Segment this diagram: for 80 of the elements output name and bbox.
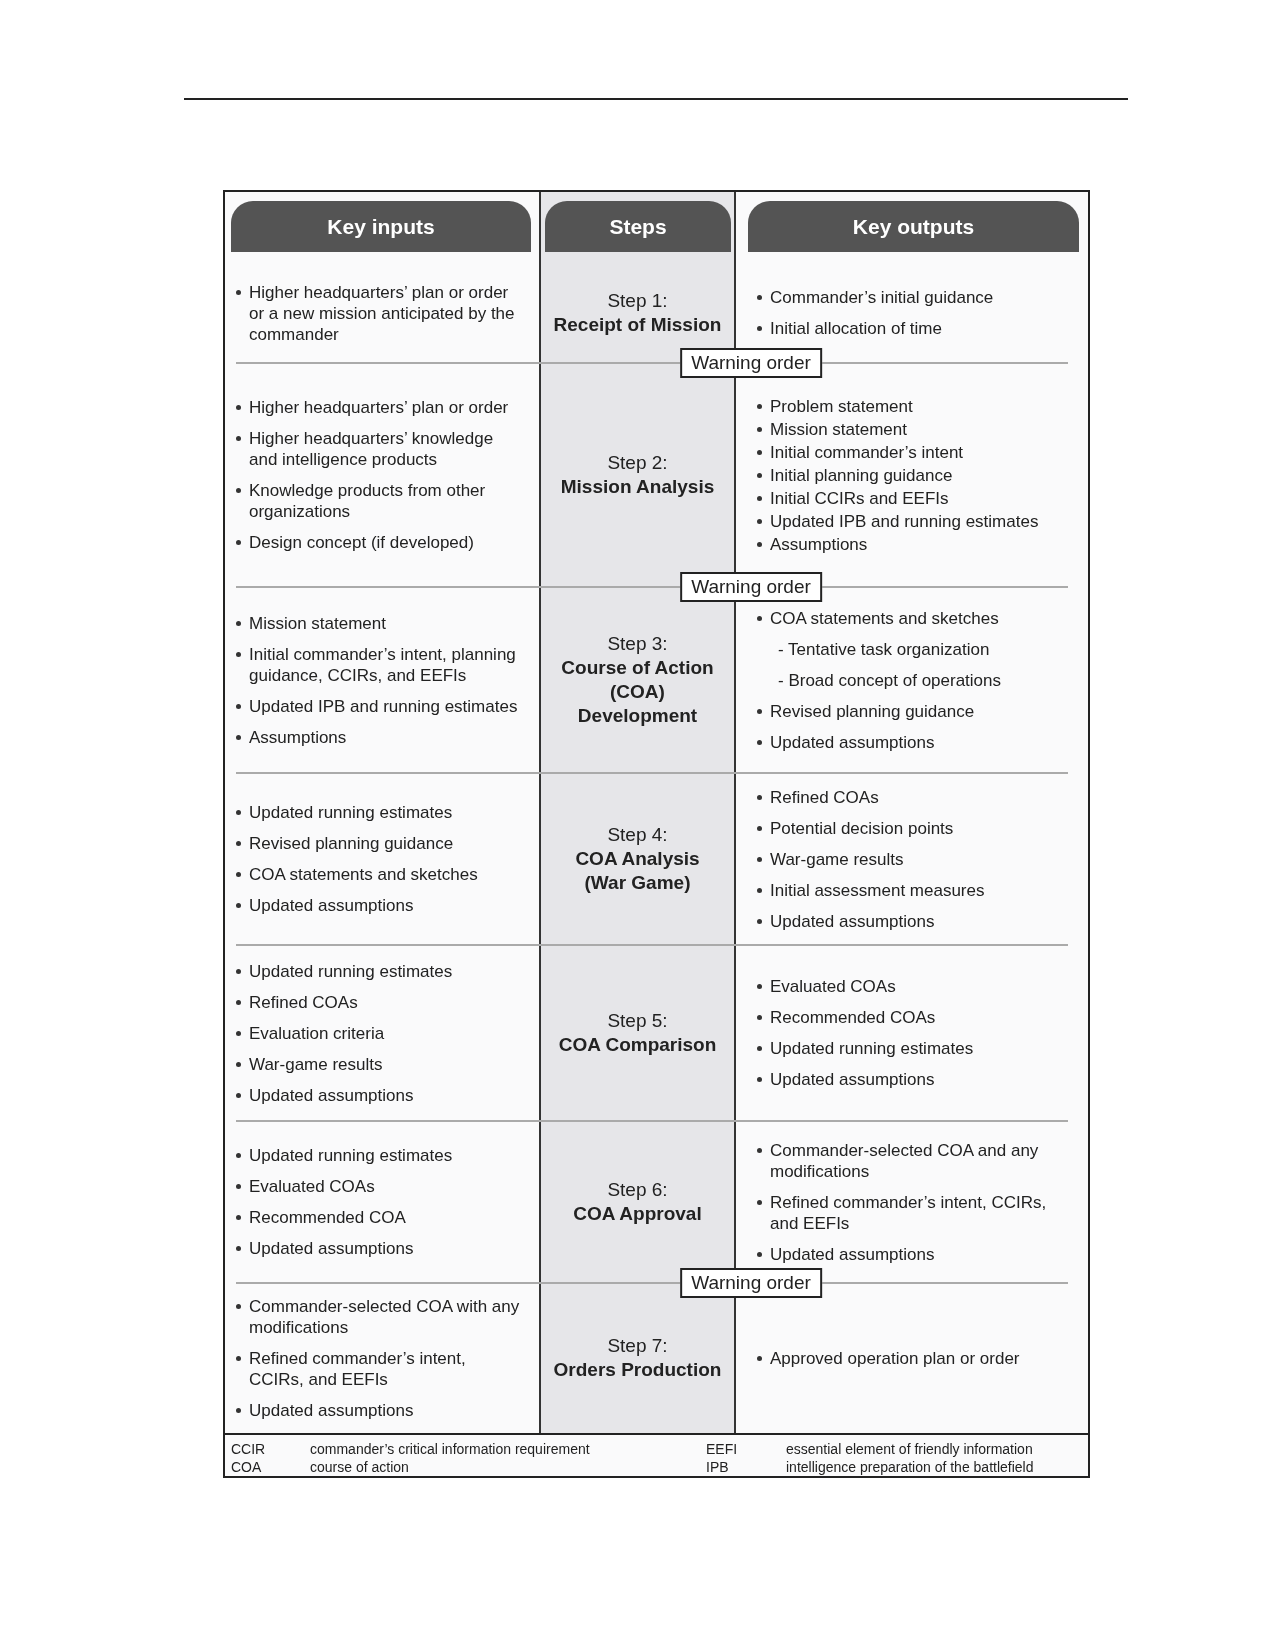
bullet-item: Commander’s initial guidance bbox=[770, 288, 994, 307]
bullet-item: Revised planning guidance bbox=[249, 834, 454, 853]
step-number: Step 7: bbox=[607, 1334, 668, 1358]
bullet-item: Refined COAs bbox=[770, 787, 879, 807]
column-header: Key inputs bbox=[231, 201, 531, 252]
bullet-item: Initial planning guidance bbox=[770, 465, 953, 485]
bullet-item: Recommended COAs bbox=[770, 1008, 936, 1027]
bullet-item: COA statements and sketches bbox=[770, 608, 999, 628]
bullet-item: Updated IPB and running estimates bbox=[770, 511, 1039, 531]
bullet-item: Updated assumptions bbox=[249, 1400, 414, 1420]
bullet-item: Assumptions bbox=[249, 727, 347, 747]
step-number: Step 1: bbox=[607, 289, 668, 313]
bullet-item: Initial commander’s intent, planning guidance, CCIRs, and EEFIs bbox=[249, 644, 516, 685]
bullet-item: Initial assessment measures bbox=[770, 880, 985, 900]
bullet-item: COA statements and sketches bbox=[249, 865, 478, 884]
bullet-item: Updated assumptions bbox=[770, 1244, 935, 1264]
glossary-term: CCIR bbox=[231, 1440, 266, 1458]
bullet-item: Updated assumptions bbox=[770, 732, 935, 752]
glossary-term: EEFI bbox=[706, 1440, 738, 1458]
bullet-item: Updated running estimates bbox=[249, 961, 453, 981]
bullet-item: Approved operation plan or order bbox=[770, 1348, 1020, 1368]
warning-order-box: Warning order bbox=[680, 348, 822, 378]
bullet-item: Commander-selected COA with any modifications bbox=[249, 1296, 520, 1337]
sub-item: - Broad concept of operations bbox=[777, 669, 1003, 691]
bullet-item: Assumptions bbox=[770, 534, 868, 554]
step-number: Step 3: bbox=[607, 632, 668, 656]
bullet-item: Updated assumptions bbox=[249, 896, 414, 915]
bullet-item: Evaluated COAs bbox=[770, 977, 896, 996]
column-header: Steps bbox=[545, 201, 731, 252]
bullet-item: Updated running estimates bbox=[249, 803, 453, 822]
bullet-item: Updated assumptions bbox=[249, 1239, 414, 1258]
step-name: COA Approval bbox=[573, 1202, 702, 1226]
step-number: Step 4: bbox=[607, 823, 668, 847]
bullet-item: Potential decision points bbox=[770, 818, 954, 838]
bullet-item: Knowledge products from other organizations bbox=[249, 481, 486, 521]
bullet-item: Updated assumptions bbox=[249, 1085, 414, 1105]
glossary-definition: course of action bbox=[310, 1458, 409, 1476]
sub-item: - Tentative task organization bbox=[777, 638, 991, 660]
bullet-item: Updated running estimates bbox=[770, 1039, 974, 1058]
bullet-item: Recommended COA bbox=[249, 1208, 406, 1227]
bullet-item: Mission statement bbox=[249, 613, 386, 633]
bullet-item: Evaluation criteria bbox=[249, 1023, 385, 1043]
step-number: Step 2: bbox=[607, 451, 668, 475]
warning-order-box: Warning order bbox=[680, 572, 822, 602]
column-header: Key outputs bbox=[748, 201, 1079, 252]
step-name: Orders Production bbox=[553, 1358, 722, 1382]
step-number: Step 5: bbox=[607, 1009, 668, 1033]
step-name: Mission Analysis bbox=[560, 475, 715, 499]
bullet-item: Updated assumptions bbox=[770, 911, 935, 931]
bullet-item: Initial CCIRs and EEFIs bbox=[770, 488, 949, 508]
glossary-definition: commander’s critical information requirement bbox=[310, 1440, 590, 1458]
glossary-term: IPB bbox=[706, 1458, 729, 1476]
bullet-item: Mission statement bbox=[770, 419, 907, 439]
bullet-item: Revised planning guidance bbox=[770, 701, 975, 721]
bullet-item: Refined commander’s intent, CCIRs, and EEFIs bbox=[249, 1348, 466, 1389]
step-name: Receipt of Mission bbox=[553, 313, 722, 337]
bullet-item: Refined COAs bbox=[249, 992, 358, 1012]
bullet-item: Higher headquarters’ knowledge and intelligence products bbox=[249, 429, 494, 469]
glossary-term: COA bbox=[231, 1458, 262, 1476]
bullet-item: War-game results bbox=[249, 1054, 383, 1074]
bullet-item: Problem statement bbox=[770, 396, 913, 416]
bullet-item: Higher headquarters’ plan or order bbox=[249, 398, 509, 417]
bullet-item: Higher headquarters’ plan or order or a new mission anticipated by the commander bbox=[249, 282, 515, 344]
glossary-definition: intelligence preparation of the battlefield bbox=[786, 1458, 1034, 1476]
bullet-item: Initial allocation of time bbox=[770, 319, 942, 338]
bullet-item: Initial commander’s intent bbox=[770, 442, 964, 462]
bullet-item: Evaluated COAs bbox=[249, 1177, 375, 1196]
glossary-definition: essential element of friendly information bbox=[786, 1440, 1033, 1458]
bullet-item: Updated assumptions bbox=[770, 1070, 935, 1089]
step-name: Course of Action (COA) Development bbox=[560, 656, 715, 728]
step-name: COA Analysis (War Game) bbox=[574, 847, 701, 895]
bullet-item: Refined commander’s intent, CCIRs, and EEFIs bbox=[770, 1192, 1047, 1233]
bullet-item: Updated IPB and running estimates bbox=[249, 696, 518, 716]
warning-order-box: Warning order bbox=[680, 1268, 822, 1298]
bullet-item: Commander-selected COA and any modifications bbox=[770, 1140, 1039, 1181]
bullet-item: Updated running estimates bbox=[249, 1146, 453, 1165]
bullet-item: War-game results bbox=[770, 849, 904, 869]
step-name: COA Comparison bbox=[558, 1033, 717, 1057]
bullet-item: Design concept (if developed) bbox=[249, 533, 474, 552]
step-number: Step 6: bbox=[607, 1178, 668, 1202]
